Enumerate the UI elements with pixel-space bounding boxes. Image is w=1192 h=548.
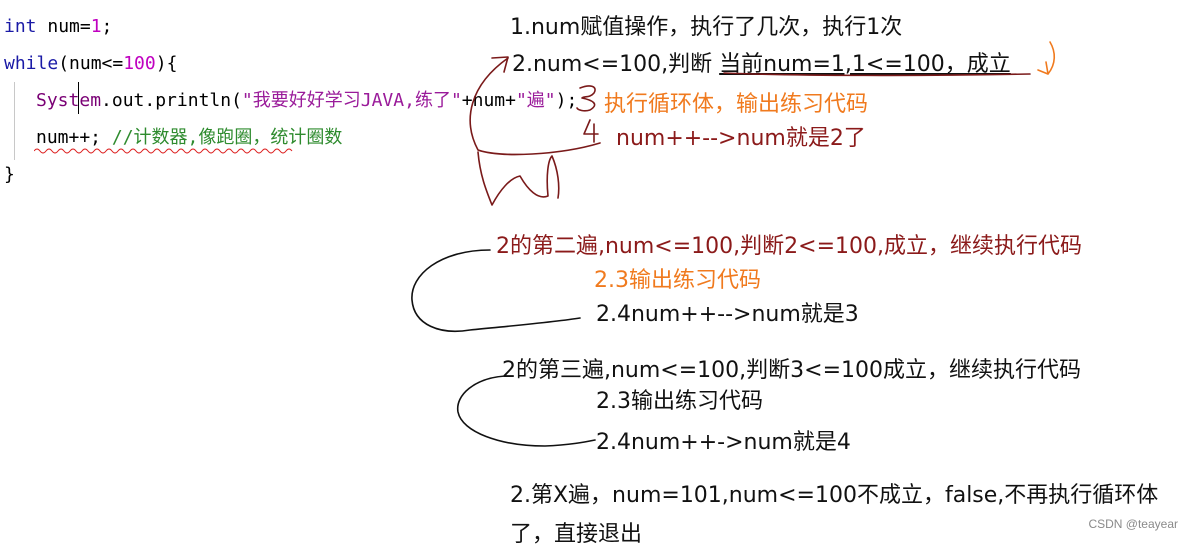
- hand-number-4: [583, 119, 599, 143]
- code-text: num=: [36, 16, 91, 37]
- text-caret: [78, 82, 79, 114]
- note-third-pass: 2的第三遍,num<=100,判断3<=100成立，继续执行代码: [502, 358, 1082, 383]
- note-exit-condition: 2.第X遍，num=101,num<=100不成立，false,不再执行循环体: [510, 483, 1159, 508]
- note-second-output: 2.3输出练习代码: [594, 268, 761, 293]
- code-text: ;: [101, 16, 113, 37]
- code-text: .out.println(: [101, 90, 242, 111]
- note-third-output: 2.3输出练习代码: [596, 389, 763, 414]
- note-step-3: 执行循环体，输出练习代码: [604, 92, 869, 117]
- code-text: ){: [155, 53, 178, 74]
- note-third-increment: 2.4num++->num就是4: [596, 430, 851, 455]
- note-step-1: 1.num赋值操作，执行了几次，执行1次: [510, 15, 903, 40]
- note-step-2-condition: 2.num<=100,判断: [512, 52, 720, 77]
- code-text: (num<=: [58, 53, 124, 74]
- red-squiggle-underline: [34, 148, 293, 154]
- note-second-pass: 2的第二遍,num<=100,判断2<=100,成立，继续执行代码: [496, 234, 1083, 259]
- note-step-4: num++-->num就是2了: [616, 126, 866, 151]
- code-line-5: }: [4, 156, 577, 193]
- code-text: +num+: [461, 90, 516, 111]
- code-text: num++;: [36, 127, 112, 148]
- watermark: CSDN @teayear: [1088, 517, 1178, 531]
- code-text: );: [555, 90, 578, 111]
- number-literal: 100: [123, 53, 156, 74]
- number-literal: 1: [90, 16, 102, 37]
- hand-number-3: [576, 85, 596, 112]
- keyword-while: while: [4, 53, 59, 74]
- class-name: m: [90, 90, 102, 111]
- orange-hook-arrow: [1037, 41, 1056, 75]
- code-block: int num=1; while(num<=100){ System.out.p…: [4, 8, 577, 193]
- code-line-3: System.out.println("我要好好学习JAVA,练了"+num+"…: [4, 82, 577, 119]
- class-name: Syste: [36, 90, 91, 111]
- loop-bracket-second: [411, 249, 581, 332]
- keyword-int: int: [4, 16, 37, 37]
- code-line-1: int num=1;: [4, 8, 577, 45]
- loop-bracket-third: [457, 375, 596, 447]
- string-literal: "遍": [515, 90, 556, 111]
- code-line-2: while(num<=100){: [4, 45, 577, 82]
- code-comment: //计数器,像跑圈，统计圈数: [111, 127, 343, 148]
- note-step-2: 2.num<=100,判断 当前num=1,1<=100，成立: [512, 46, 1011, 78]
- indent-guide: [14, 82, 15, 160]
- note-exit-result: 了，直接退出: [510, 522, 643, 547]
- code-text: }: [4, 164, 15, 185]
- code-line-4: num++; //计数器,像跑圈，统计圈数: [4, 119, 577, 156]
- string-literal: "我要好好学习JAVA,练了": [241, 90, 462, 111]
- note-second-increment: 2.4num++-->num就是3: [596, 302, 859, 327]
- note-step-2-result: 当前num=1,1<=100，成立: [719, 52, 1011, 77]
